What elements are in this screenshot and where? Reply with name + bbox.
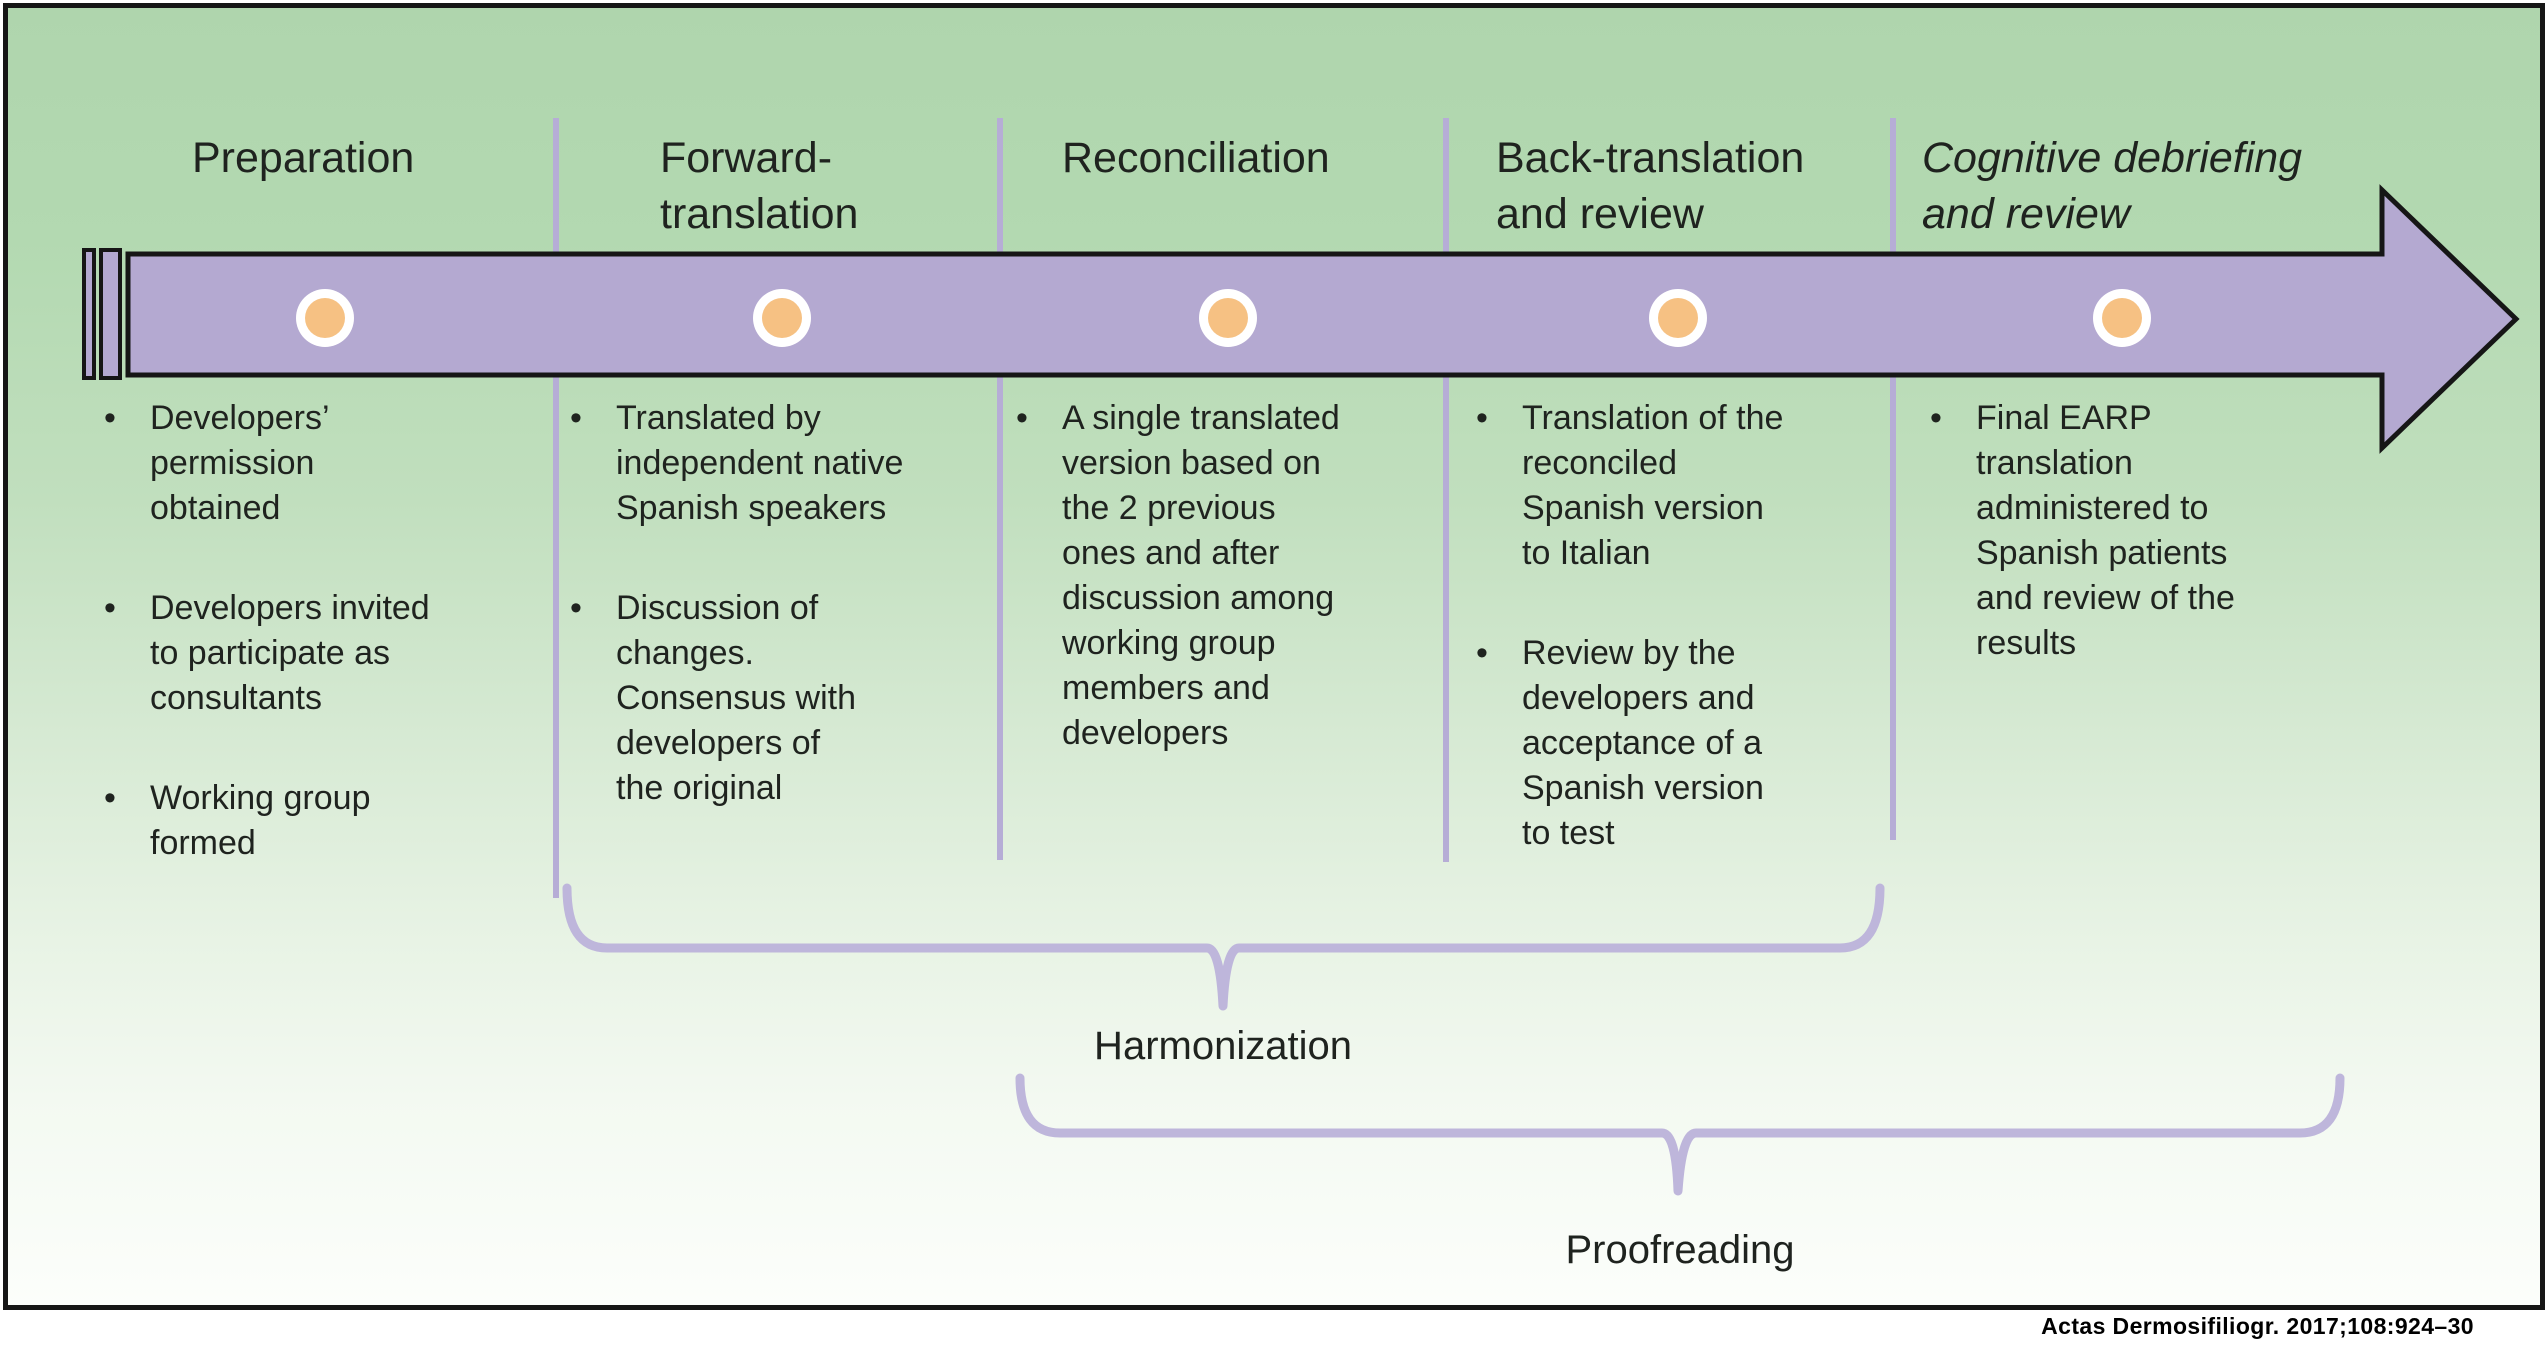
stage-title-preparation: Preparation xyxy=(192,134,415,182)
bullet-text: Translation of the reconciled Spanish ve… xyxy=(1522,399,1784,572)
bullet-item: • Review by the developers and acceptanc… xyxy=(1476,631,1886,856)
harmonization-label: Harmonization xyxy=(1094,1024,1352,1068)
bullet-item: • Discussion of changes. Consensus with … xyxy=(570,586,990,811)
bullet-text: Translated by independent native Spanish… xyxy=(616,399,904,527)
bullet-text: Developers invited to participate as con… xyxy=(150,589,430,717)
arrow-start-bar-icon xyxy=(82,248,96,380)
stage-bullets-back-translation: • Translation of the reconciled Spanish … xyxy=(1476,396,1886,911)
stage-bullets-cognitive-debriefing: • Final EARP translation administered to… xyxy=(1930,396,2360,721)
bullet-item: • Translated by independent native Spani… xyxy=(570,396,990,531)
arrow-start-bar-icon xyxy=(99,248,122,380)
milestone-dot-icon xyxy=(753,289,811,347)
bullet-marker-icon: • xyxy=(104,399,116,437)
bullet-item: • Final EARP translation administered to… xyxy=(1930,396,2360,666)
bullet-item: • Translation of the reconciled Spanish … xyxy=(1476,396,1886,576)
bullet-marker-icon: • xyxy=(104,779,116,817)
harmonization-brace-icon xyxy=(562,883,1885,1011)
bullet-item: • A single translated version based on t… xyxy=(1016,396,1440,756)
process-arrow-icon xyxy=(125,184,2520,454)
bullet-text: Discussion of changes. Consensus with de… xyxy=(616,589,857,807)
bullet-marker-icon: • xyxy=(570,589,582,627)
proofreading-label: Proofreading xyxy=(1565,1228,1795,1272)
stage-bullets-forward-translation: • Translated by independent native Spani… xyxy=(570,396,990,866)
journal-citation: Actas Dermosifiliogr. 2017;108:924–30 xyxy=(2041,1313,2474,1339)
milestone-dot-icon xyxy=(1649,289,1707,347)
bullet-text: A single translated version based on the… xyxy=(1062,399,1340,752)
bullet-text: Review by the developers and acceptance … xyxy=(1522,634,1764,852)
stage-title-reconciliation: Reconciliation xyxy=(1062,134,1330,182)
bullet-text: Working group formed xyxy=(150,779,371,862)
stage-bullets-reconciliation: • A single translated version based on t… xyxy=(1016,396,1440,811)
milestone-dot-icon xyxy=(2093,289,2151,347)
bullet-text: Developers’ permission obtained xyxy=(150,399,330,527)
milestone-dot-icon xyxy=(1199,289,1257,347)
bullet-marker-icon: • xyxy=(104,589,116,627)
bullet-marker-icon: • xyxy=(1476,399,1488,437)
stage-title-back-translation: Back-translation and review xyxy=(1496,134,1805,238)
bullet-text: Final EARP translation administered to S… xyxy=(1976,399,2235,662)
bullet-marker-icon: • xyxy=(570,399,582,437)
stage-title-forward-translation: Forward- translation xyxy=(660,134,859,238)
figure-frame xyxy=(3,3,2545,1310)
bullet-item: • Developers invited to participate as c… xyxy=(104,586,539,721)
bullet-marker-icon: • xyxy=(1016,399,1028,437)
bullet-marker-icon: • xyxy=(1930,399,1942,437)
stage-title-cognitive-debriefing: Cognitive debriefing and review xyxy=(1922,134,2303,238)
proofreading-brace-icon xyxy=(1015,1073,2345,1196)
bullet-item: • Developers’ permission obtained xyxy=(104,396,539,531)
stage-bullets-preparation: • Developers’ permission obtained • Deve… xyxy=(104,396,539,921)
bullet-marker-icon: • xyxy=(1476,634,1488,672)
milestone-dot-icon xyxy=(296,289,354,347)
bullet-item: • Working group formed xyxy=(104,776,539,866)
